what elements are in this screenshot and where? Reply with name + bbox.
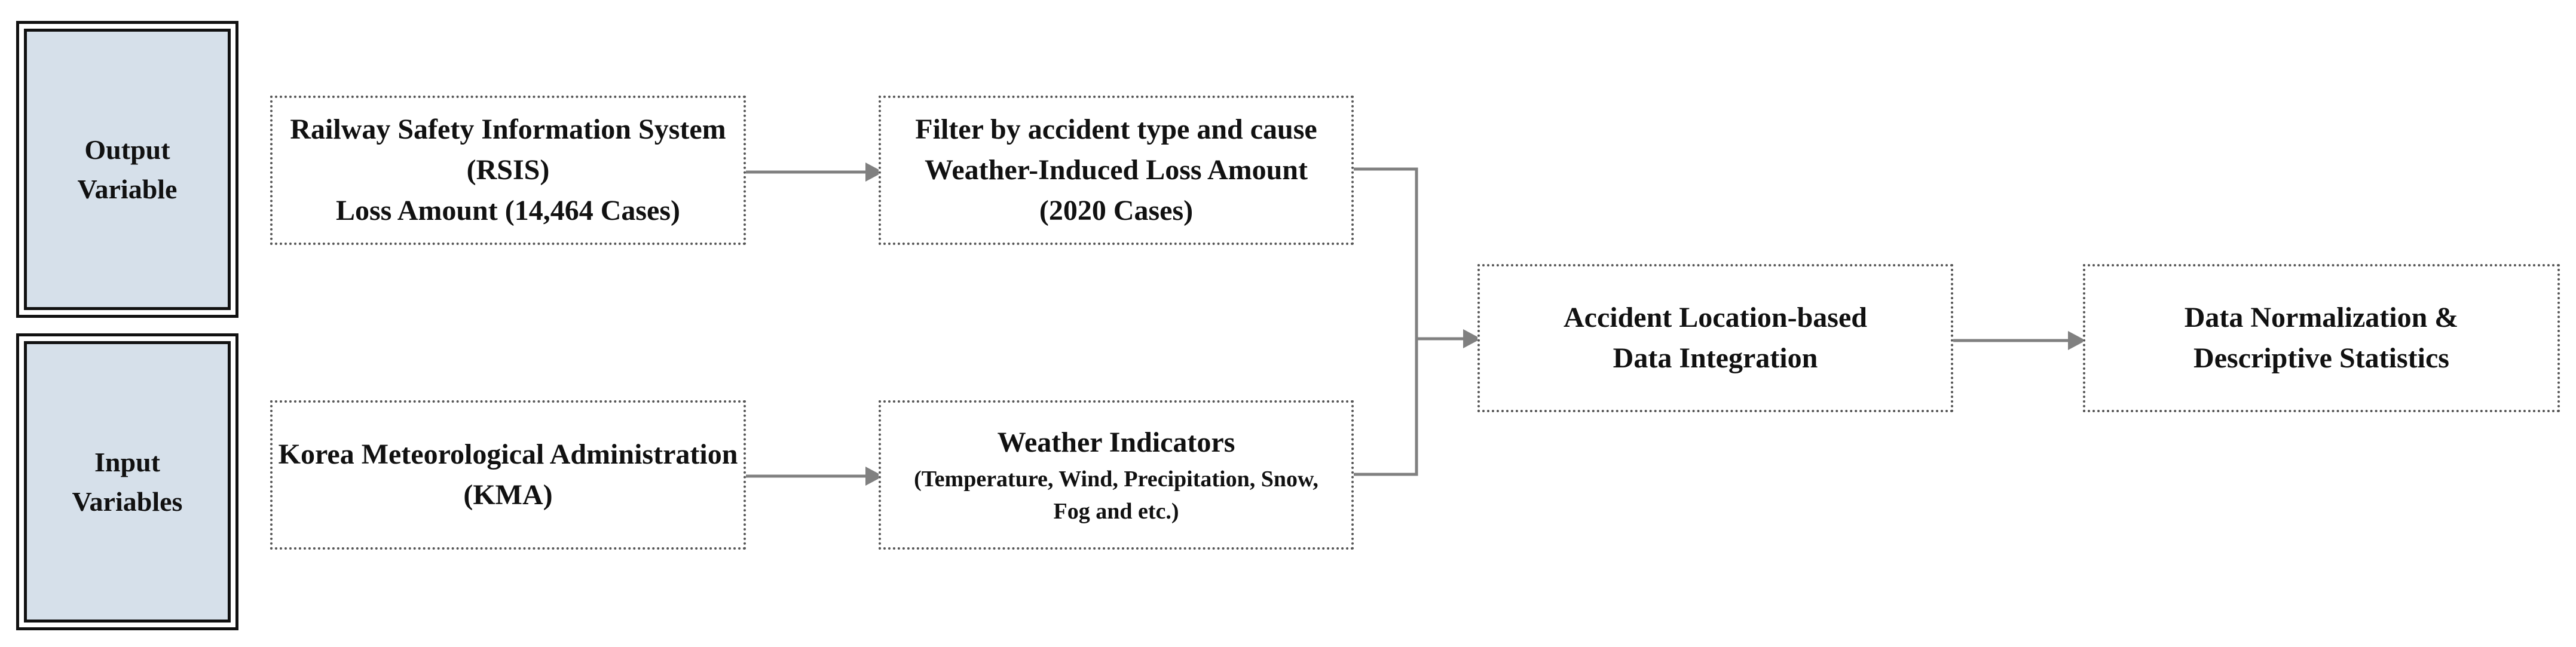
output-label-line-2: Variable <box>77 173 178 204</box>
arrowhead-weather <box>865 467 883 486</box>
rsis-line-1: Railway Safety Information System <box>290 114 726 145</box>
integration-line-1: Accident Location-based <box>1564 302 1867 333</box>
filter-line-1: Filter by accident type and cause <box>915 114 1317 145</box>
weather-detail-line-2: Fog and etc.) <box>1053 499 1179 524</box>
weather-indicators-node: Weather Indicators (Temperature, Wind, P… <box>879 400 1354 550</box>
kma-node: Korea Meteorological Administration (KMA… <box>270 400 746 550</box>
normalization-line-1: Data Normalization & <box>2184 302 2459 333</box>
filter-line-2: Weather-Induced Loss Amount <box>925 154 1308 186</box>
kma-line-2: (KMA) <box>463 479 553 511</box>
input-variables-label: Input Variables <box>24 341 231 623</box>
rsis-line-2: (RSIS) <box>466 154 550 186</box>
arrowhead-integration <box>1463 329 1481 348</box>
rsis-line-3: Loss Amount (14,464 Cases) <box>335 195 681 226</box>
weather-detail-line-1: (Temperature, Wind, Precipitation, Snow, <box>914 467 1318 492</box>
filter-line-3: (2020 Cases) <box>1039 195 1194 226</box>
kma-line-1: Korea Meteorological Administration <box>278 439 738 470</box>
input-label-line-2: Variables <box>72 486 183 517</box>
arrowhead-filter <box>865 162 883 182</box>
output-variable-box: Output Variable <box>16 21 238 318</box>
weather-title: Weather Indicators <box>997 427 1235 458</box>
connector-weather-to-merge <box>1354 339 1418 476</box>
output-variable-label: Output Variable <box>24 29 231 310</box>
normalization-node: Data Normalization & Descriptive Statist… <box>2083 264 2560 412</box>
input-variables-box: Input Variables <box>16 333 238 630</box>
integration-node: Accident Location-based Data Integration <box>1477 264 1953 412</box>
input-label-line-1: Input <box>94 446 160 477</box>
rsis-node: Railway Safety Information System (RSIS)… <box>270 96 746 245</box>
normalization-line-2: Descriptive Statistics <box>2193 342 2449 374</box>
connector-filter-to-merge <box>1354 167 1418 339</box>
filter-node: Filter by accident type and cause Weathe… <box>879 96 1354 245</box>
integration-line-2: Data Integration <box>1613 342 1818 374</box>
output-label-line-1: Output <box>84 134 170 165</box>
arrowhead-normalization <box>2068 331 2086 350</box>
